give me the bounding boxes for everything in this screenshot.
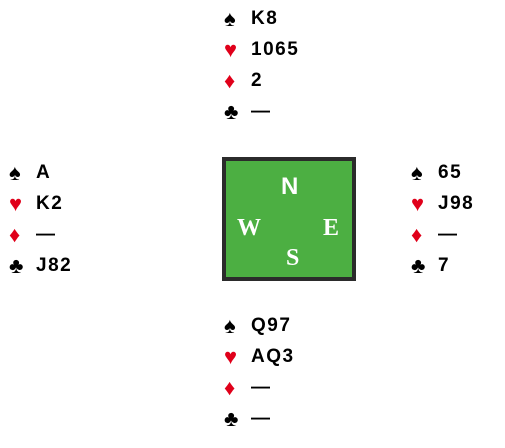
north-hand: ♠ K8 ♥ 1065 ♦ 2 ♣ — — [224, 3, 299, 127]
compass-east-label: E — [323, 215, 340, 241]
west-hand: ♠ A ♥ K2 ♦ — ♣ J82 — [9, 157, 72, 281]
spade-icon: ♠ — [411, 159, 425, 185]
south-spades-row: ♠ Q97 — [224, 310, 295, 341]
west-hearts-cards: K2 — [36, 192, 64, 214]
heart-icon: ♥ — [411, 190, 426, 216]
compass-west-label: W — [237, 215, 261, 241]
east-diamonds-row: ♦ — — [411, 219, 474, 250]
east-hand: ♠ 65 ♥ J98 ♦ — ♣ 7 — [411, 157, 474, 281]
east-clubs-cards: 7 — [438, 254, 451, 276]
club-icon: ♣ — [411, 252, 427, 278]
west-hearts-row: ♥ K2 — [9, 188, 72, 219]
north-clubs-cards: — — [251, 100, 272, 122]
south-hearts-cards: AQ3 — [251, 345, 295, 367]
west-clubs-row: ♣ J82 — [9, 250, 72, 281]
spade-icon: ♠ — [9, 159, 23, 185]
south-hearts-row: ♥ AQ3 — [224, 341, 295, 372]
club-icon: ♣ — [224, 98, 240, 124]
north-hearts-cards: 1065 — [251, 38, 300, 60]
spade-icon: ♠ — [224, 5, 238, 31]
east-hearts-row: ♥ J98 — [411, 188, 474, 219]
club-icon: ♣ — [224, 405, 240, 431]
diamond-icon: ♦ — [224, 374, 237, 400]
east-spades-cards: 65 — [438, 161, 463, 183]
diamond-icon: ♦ — [411, 221, 424, 247]
spade-icon: ♠ — [224, 312, 238, 338]
diamond-icon: ♦ — [9, 221, 22, 247]
east-diamonds-cards: — — [438, 223, 459, 245]
compass-south-label: S — [286, 245, 300, 271]
south-clubs-cards: — — [251, 407, 272, 429]
compass-north-label: N — [281, 173, 299, 200]
south-diamonds-cards: — — [251, 376, 272, 398]
south-diamonds-row: ♦ — — [224, 372, 295, 403]
club-icon: ♣ — [9, 252, 25, 278]
east-spades-row: ♠ 65 — [411, 157, 474, 188]
south-clubs-row: ♣ — — [224, 403, 295, 434]
south-spades-cards: Q97 — [251, 314, 292, 336]
north-diamonds-cards: 2 — [251, 69, 264, 91]
east-hearts-cards: J98 — [438, 192, 475, 214]
heart-icon: ♥ — [224, 36, 239, 62]
north-diamonds-row: ♦ 2 — [224, 65, 299, 96]
heart-icon: ♥ — [224, 343, 239, 369]
south-hand: ♠ Q97 ♥ AQ3 ♦ — ♣ — — [224, 310, 295, 434]
north-spades-cards: K8 — [251, 7, 279, 29]
west-spades-row: ♠ A — [9, 157, 72, 188]
diamond-icon: ♦ — [224, 67, 237, 93]
west-spades-cards: A — [36, 161, 52, 183]
north-clubs-row: ♣ — — [224, 96, 299, 127]
west-diamonds-cards: — — [36, 223, 57, 245]
west-diamonds-row: ♦ — — [9, 219, 72, 250]
heart-icon: ♥ — [9, 190, 24, 216]
east-clubs-row: ♣ 7 — [411, 250, 474, 281]
north-spades-row: ♠ K8 — [224, 3, 299, 34]
compass-table: N W E S — [222, 157, 356, 281]
north-hearts-row: ♥ 1065 — [224, 34, 299, 65]
west-clubs-cards: J82 — [36, 254, 73, 276]
